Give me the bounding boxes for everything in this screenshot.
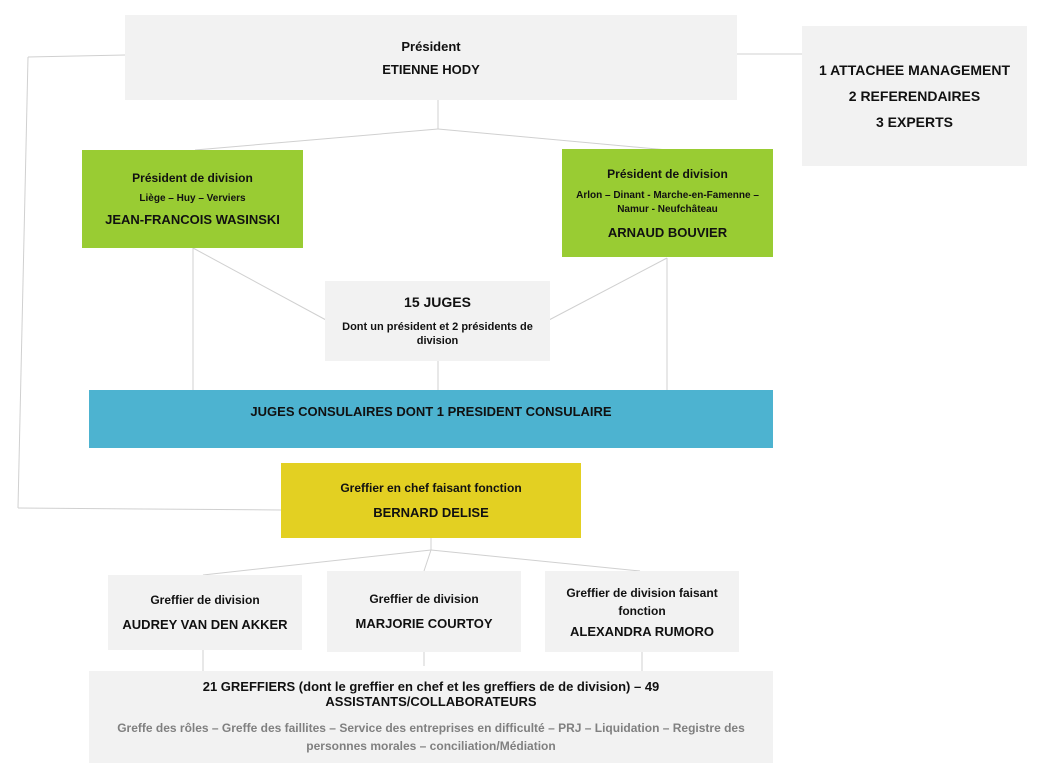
- clerk-1-role: Greffier de division: [150, 593, 260, 607]
- clerk-1-name: AUDREY VAN DEN AKKER: [122, 617, 288, 632]
- division-right-role: Président de division: [607, 166, 728, 181]
- chief-clerk-box: Greffier en chef faisant fonction BERNAR…: [281, 463, 581, 538]
- connector-to-clerk-1: [202, 549, 432, 576]
- division-president-right-box: Président de division Arlon – Dinant - M…: [562, 149, 773, 257]
- division-right-name: ARNAUD BOUVIER: [607, 224, 728, 240]
- connector-to-division-left: [194, 128, 439, 151]
- chief-clerk-name: BERNARD DELISE: [373, 505, 489, 520]
- registry-services: Greffe des rôles – Greffe des faillites …: [117, 721, 745, 753]
- division-clerk-box-1: Greffier de division AUDREY VAN DEN AKKE…: [108, 575, 302, 650]
- staff-line-1: 1 ATTACHEE MANAGEMENT: [818, 62, 1011, 78]
- connector-loop-side: [17, 56, 29, 509]
- consular-title: JUGES CONSULAIRES DONT 1 PRESIDENT CONSU…: [250, 404, 612, 419]
- staff-box: 1 ATTACHEE MANAGEMENT 2 REFERENDAIRES 3 …: [802, 26, 1027, 166]
- connector-loop-bottom: [17, 507, 282, 511]
- president-name: ETIENNE HODY: [382, 61, 480, 77]
- consular-judges-box: JUGES CONSULAIRES DONT 1 PRESIDENT CONSU…: [89, 390, 773, 448]
- clerk-2-name: MARJORIE COURTOY: [355, 616, 493, 631]
- judges-box: 15 JUGES Dont un président et 2 présiden…: [325, 281, 550, 361]
- clerk-3-name: ALEXANDRA RUMORO: [570, 624, 714, 639]
- division-clerk-box-2: Greffier de division MARJORIE COURTOY: [327, 571, 521, 652]
- chief-clerk-role: Greffier en chef faisant fonction: [340, 481, 522, 495]
- division-clerk-box-3: Greffier de division faisant fonction AL…: [545, 571, 739, 652]
- president-box: Président ETIENNE HODY: [125, 15, 737, 100]
- connector-to-division-right: [437, 128, 669, 151]
- division-left-role: Président de division: [132, 171, 253, 185]
- clerk-3-role: Greffier de division faisant fonction: [566, 586, 718, 618]
- connector-left-judges: [192, 247, 327, 321]
- staff-line-2: 2 REFERENDAIRES: [848, 88, 981, 104]
- connector-loop-top: [27, 54, 126, 58]
- connector-to-clerk-3: [430, 549, 641, 572]
- judges-title: 15 JUGES: [404, 294, 471, 310]
- staff-line-3: 3 EXPERTS: [875, 114, 954, 130]
- registry-title: 21 GREFFIERS (dont le greffier en chef e…: [202, 679, 660, 709]
- division-president-left-box: Président de division Liège – Huy – Verv…: [82, 150, 303, 248]
- division-left-name: JEAN-FRANCOIS WASINSKI: [105, 212, 280, 227]
- division-right-places: Arlon – Dinant - Marche-en-Famenne – Nam…: [576, 189, 759, 215]
- clerk-2-role: Greffier de division: [369, 592, 479, 606]
- connector-right-judges: [548, 257, 668, 321]
- connector-to-clerk-2: [423, 549, 432, 572]
- registry-box: 21 GREFFIERS (dont le greffier en chef e…: [89, 671, 773, 763]
- president-role: Président: [401, 38, 461, 54]
- division-left-places: Liège – Huy – Verviers: [139, 193, 246, 204]
- judges-subtitle: Dont un président et 2 présidents de div…: [342, 321, 533, 347]
